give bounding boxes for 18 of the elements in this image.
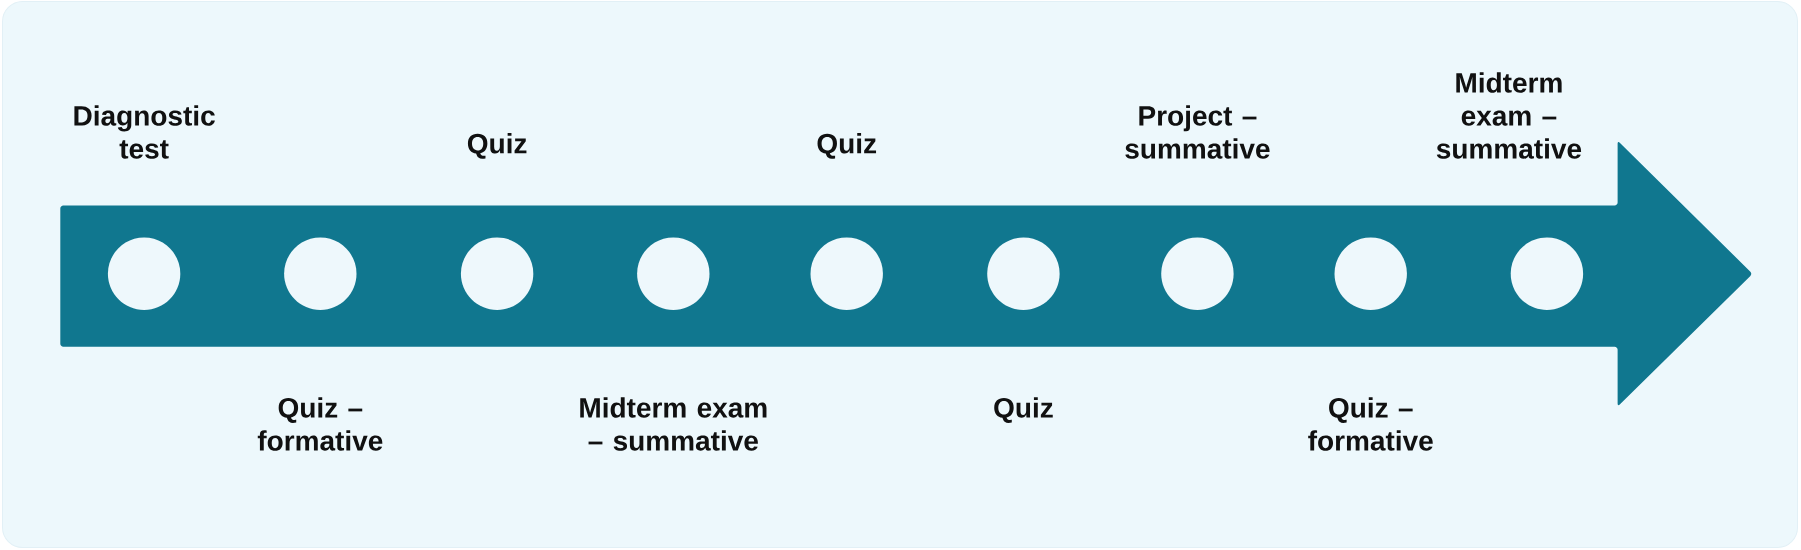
milestone-label: Quiz [467, 133, 527, 159]
milestone-circle [987, 237, 1060, 310]
milestone-label: Midterm exam – summative [1436, 72, 1582, 159]
milestone-label: Quiz – formative [257, 397, 383, 451]
milestone-label: Quiz – formative [1308, 397, 1433, 451]
milestone-circle [1161, 237, 1234, 310]
milestone-label: Project – summative [1125, 105, 1270, 159]
milestone-circle [107, 237, 181, 310]
milestone-circle [637, 237, 710, 310]
milestone-label: Diagnostic test [74, 105, 215, 159]
milestone-circle [810, 237, 883, 310]
milestone-circle [460, 237, 534, 310]
milestone-label: Quiz [817, 133, 877, 159]
milestone-circle [1334, 237, 1407, 310]
milestone-circle [1510, 237, 1584, 310]
milestone-circle [284, 237, 357, 310]
milestone-label: Midterm exam – summative [580, 397, 767, 451]
milestone-label: Quiz [994, 397, 1053, 423]
